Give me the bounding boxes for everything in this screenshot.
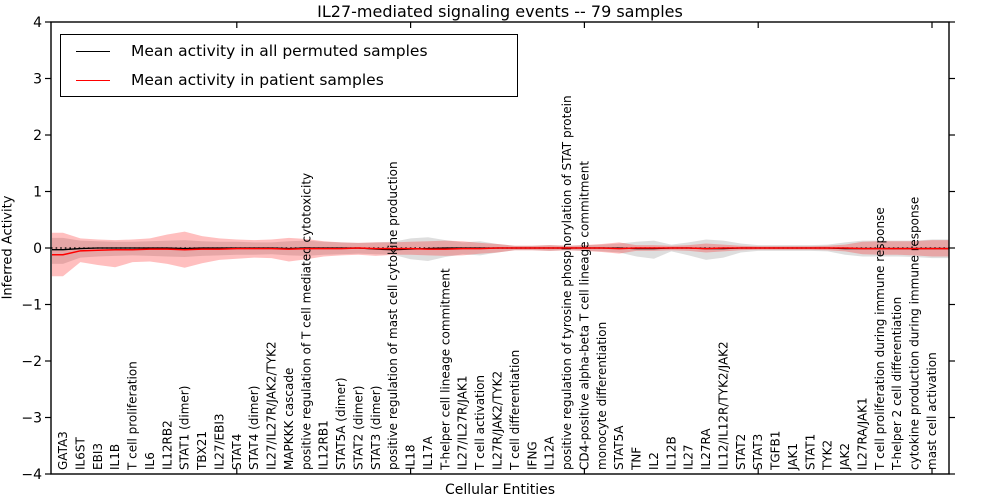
entity-label: IL18 <box>404 445 418 471</box>
entity-label: TGFB1 <box>769 431 783 471</box>
entity-label: IL27R/JAK2/TYK2 <box>491 371 505 470</box>
entity-label: T-helper cell lineage commitment <box>438 268 452 471</box>
entity-label: MAPKKK cascade <box>282 368 296 470</box>
entity-label: STAT3 (dimer) <box>369 386 383 470</box>
entity-label: IL27RA <box>699 428 713 470</box>
legend: Mean activity in all permuted samples Me… <box>60 34 518 97</box>
y-tick-label: 0 <box>33 241 42 257</box>
entity-label: STAT2 (dimer) <box>351 386 365 470</box>
entity-label: STAT4 (dimer) <box>247 386 261 470</box>
entity-label: IL27/IL27R/JAK2/TYK2 <box>265 341 279 470</box>
y-tick-label: 2 <box>33 128 42 144</box>
y-tick-label: −4 <box>21 467 42 483</box>
entity-label: monocyte differentiation <box>595 322 609 470</box>
entity-label: IL12RB1 <box>317 420 331 470</box>
entity-label: IL12B <box>664 436 678 470</box>
entity-label: JAK1 <box>786 443 800 471</box>
x-ticks <box>236 22 933 474</box>
entity-label: JAK2 <box>838 443 852 471</box>
legend-entry-patient: Mean activity in patient samples <box>61 69 517 91</box>
y-tick-label: −3 <box>21 411 42 427</box>
legend-line-black-icon <box>76 50 110 52</box>
patient-band <box>52 231 949 277</box>
entity-label: IL17A <box>421 436 435 470</box>
entity-label: STAT3 <box>751 434 765 470</box>
entity-label: cytokine production during immune respon… <box>908 197 922 470</box>
entity-label: T cell proliferation during immune respo… <box>873 207 887 471</box>
y-ticks <box>45 21 955 475</box>
entity-label: GATA3 <box>56 431 70 470</box>
entity-label: T cell differentiation <box>508 350 522 471</box>
entity-label: STAT5A (dimer) <box>334 377 348 470</box>
legend-line-red-icon <box>76 79 110 81</box>
entity-label: TNF <box>630 447 644 471</box>
entity-label: IL27 <box>682 445 696 471</box>
entity-label: TBX21 <box>195 431 209 471</box>
y-tick-label: 1 <box>33 185 42 201</box>
entity-label: IL27/IL27R/JAK1 <box>456 376 470 470</box>
entity-label: IL12RB2 <box>160 420 174 470</box>
entity-label: EBI3 <box>91 443 105 470</box>
x-axis-label: Cellular Entities <box>444 482 556 498</box>
y-tick-label: −1 <box>21 298 42 314</box>
entity-label: STAT4 <box>230 434 244 470</box>
permuted-band <box>52 237 949 264</box>
entity-label: positive regulation of T cell mediated c… <box>299 173 313 470</box>
entity-label: positive regulation of tyrosine phosphor… <box>560 95 574 470</box>
entity-label: IL6 <box>143 452 157 470</box>
legend-label: Mean activity in patient samples <box>131 71 384 89</box>
entity-label: IL1B <box>108 444 122 470</box>
y-tick-label: 4 <box>33 15 42 31</box>
entity-label: T cell activation <box>473 375 487 471</box>
entity-label: IFNG <box>525 441 539 470</box>
entity-label: STAT5A <box>612 425 626 470</box>
entity-label: T cell proliferation <box>126 361 140 471</box>
legend-entry-permuted: Mean activity in all permuted samples <box>61 40 517 62</box>
legend-label: Mean activity in all permuted samples <box>131 42 428 60</box>
entity-label: TYK2 <box>821 440 835 471</box>
entity-label: IL27/EBI3 <box>212 413 226 470</box>
entity-label: IL2 <box>647 452 661 470</box>
patient-mean-line <box>52 247 949 256</box>
entity-label: mast cell activation <box>925 352 939 470</box>
entity-label: STAT1 <box>803 434 817 470</box>
entity-label: positive regulation of mast cell cytokin… <box>386 161 400 470</box>
entity-label: IL6ST <box>73 437 87 470</box>
entity-label: STAT2 <box>734 434 748 470</box>
entity-label: CD4-positive alpha-beta T cell lineage c… <box>577 161 591 470</box>
entity-label: T-helper 2 cell differentiation <box>890 297 904 471</box>
entity-label: STAT1 (dimer) <box>178 386 192 470</box>
y-tick-label: 3 <box>33 72 42 88</box>
entity-label: IL12/IL12R/TYK2/JAK2 <box>716 341 730 470</box>
y-tick-labels: 4 3 2 1 0 −1 −2 −3 −4 <box>21 15 42 483</box>
entity-label: IL12A <box>543 436 557 470</box>
chart-title: IL27-mediated signaling events -- 79 sam… <box>317 2 683 21</box>
y-tick-label: −2 <box>21 354 42 370</box>
entity-label: IL27RA/JAK1 <box>855 397 869 470</box>
